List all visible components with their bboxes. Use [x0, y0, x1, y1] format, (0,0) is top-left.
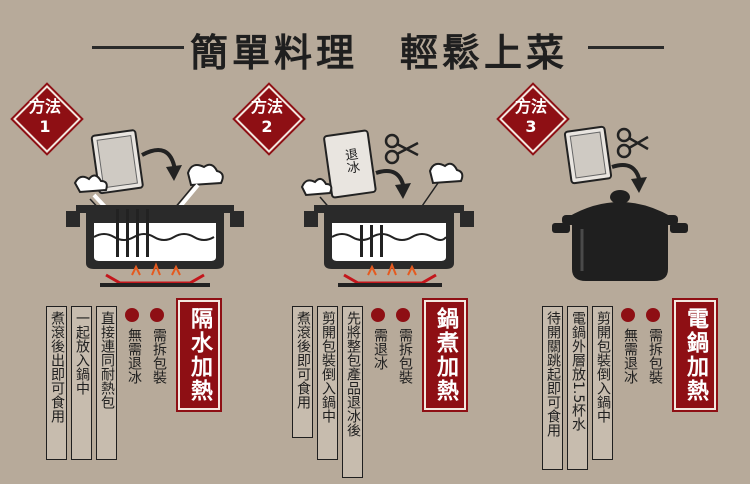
- method-1-badge-number: 1: [39, 117, 51, 136]
- food-bag-icon: [323, 129, 377, 199]
- bullet-icon: [150, 308, 164, 322]
- bag-label: 退冰: [341, 147, 360, 175]
- pot-icon: [66, 205, 244, 269]
- method-2-step-1: 先將整包產品退冰後: [342, 306, 363, 478]
- method-2-badge-label: 方法: [250, 97, 283, 116]
- method-1-heading: 隔水加熱: [178, 300, 220, 410]
- method-3-heading: 電鍋加熱: [674, 300, 716, 410]
- pot-icon: [304, 205, 474, 269]
- method-1-step-2: 一起放入鍋中: [71, 306, 92, 460]
- method-3-bullet-1: 需拆包裝: [647, 328, 663, 384]
- flame-icon: [100, 262, 210, 287]
- steam-icon: [173, 163, 224, 211]
- title-bar: 簡單料理 輕鬆上菜: [0, 12, 750, 75]
- method-2-bullet-2: 需退冰: [372, 328, 388, 370]
- bullet-icon: [621, 308, 635, 322]
- method-3-step-2: 電鍋外層放1.5杯水: [567, 306, 588, 470]
- method-2-step-3: 煮滾後即可食用: [292, 306, 313, 438]
- steam-icon: [419, 162, 464, 210]
- rice-cooker-icon: [552, 190, 688, 281]
- method-2-step-2: 剪開包裝倒入鍋中: [317, 306, 338, 460]
- method-2-bullet-1: 需拆包裝: [397, 328, 413, 384]
- bullet-icon: [646, 308, 660, 322]
- method-2-illustration: [300, 129, 474, 287]
- method-1-badge-label: 方法: [28, 97, 61, 116]
- method-2-badge-number: 2: [261, 117, 273, 136]
- bullet-icon: [125, 308, 139, 322]
- food-bag-icon: [90, 129, 144, 195]
- method-3-step-3: 待開關跳起即可食用: [542, 306, 563, 470]
- method-3-bullet-2: 無需退冰: [622, 328, 638, 384]
- bullet-icon: [396, 308, 410, 322]
- scissors-icon: [616, 127, 649, 159]
- method-1-step-3: 煮滾後出即可食用: [46, 306, 67, 460]
- food-bag-icon: [563, 125, 613, 185]
- method-2-heading: 鍋煮加熱: [424, 300, 466, 410]
- method-1-step-1: 直接連同耐熱包: [96, 306, 117, 460]
- method-3-step-1: 剪開包裝倒入鍋中: [592, 306, 613, 460]
- page-title: 簡單料理 輕鬆上菜: [190, 30, 569, 75]
- arrow-icon: [141, 148, 177, 171]
- method-3-badge-number: 3: [525, 117, 537, 136]
- title-rule-right: [588, 46, 664, 49]
- method-1-bullet-1: 需拆包裝: [151, 328, 167, 384]
- method-1-illustration: [66, 129, 244, 287]
- title-rule-left: [92, 46, 184, 49]
- method-1-bullet-2: 無需退冰: [126, 328, 142, 384]
- flame-icon: [338, 262, 442, 287]
- method-3-illustration: [552, 125, 688, 281]
- method-3-badge-label: 方法: [514, 97, 547, 116]
- scissors-icon: [384, 133, 419, 165]
- bullet-icon: [371, 308, 385, 322]
